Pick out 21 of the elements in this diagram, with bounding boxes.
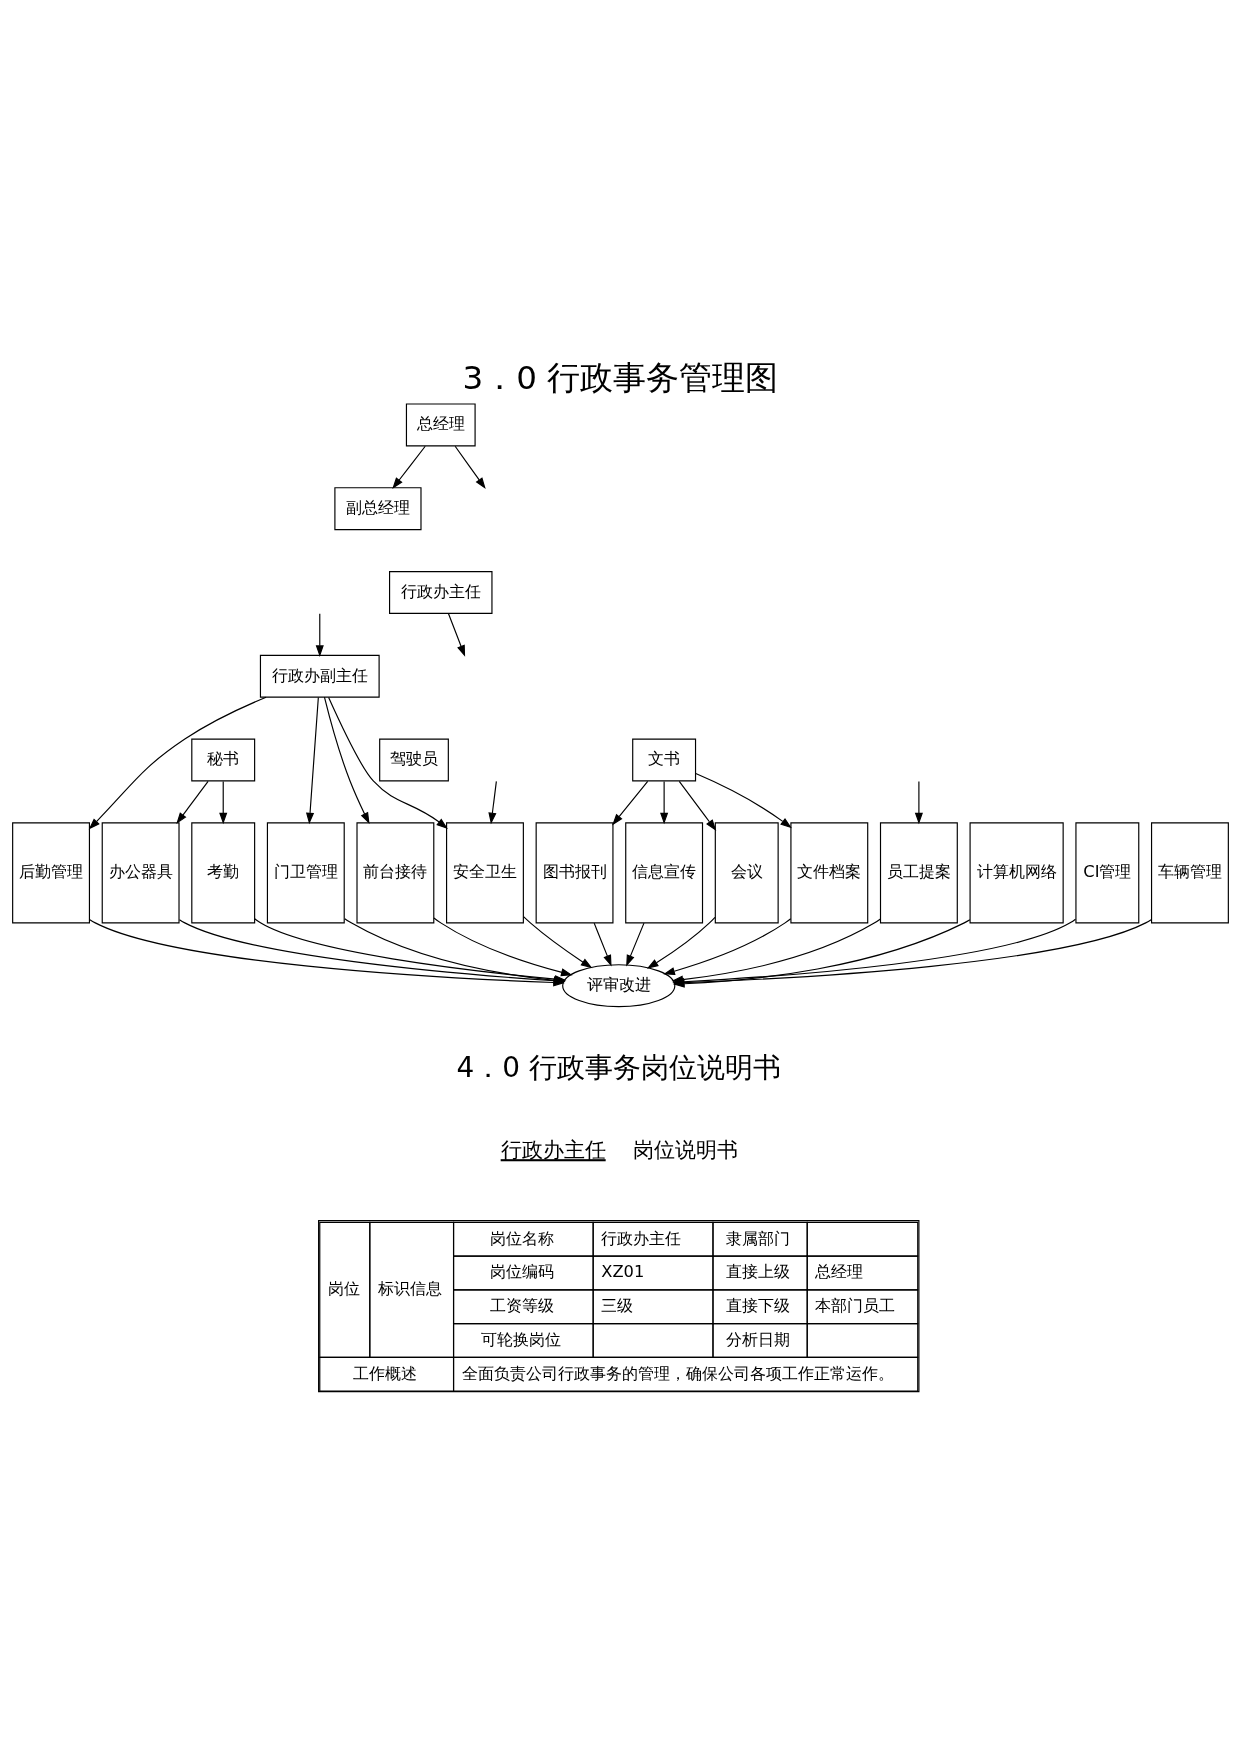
label: 4．0 行政事务岗位说明书 [456, 1050, 781, 1084]
label: 可轮换岗位 [481, 1329, 562, 1349]
label: 岗位名称 [489, 1228, 554, 1248]
label: 本部门员工 [815, 1295, 896, 1315]
label: 直接上级 [726, 1261, 791, 1281]
label: 标识信息 [377, 1278, 442, 1298]
label: 工作概述 [352, 1363, 417, 1383]
label: 直接下级 [726, 1295, 791, 1315]
label: XZ01 [601, 1261, 645, 1281]
label: 分析日期 [726, 1329, 791, 1349]
label: 工资等级 [489, 1295, 554, 1315]
label: 全面负责公司行政事务的管理，确保公司各项工作正常运作。 [461, 1363, 894, 1383]
label: 隶属部门 [726, 1228, 791, 1248]
label: 三级 [601, 1295, 634, 1315]
label: 行政办主任 [500, 1137, 606, 1162]
label: 岗位编码 [489, 1261, 554, 1281]
label: 行政办主任 [601, 1228, 682, 1248]
label: 岗位 [327, 1278, 360, 1298]
diagram-title: 3．0 行政事务管理图 [462, 358, 779, 397]
label: 岗位说明书 [633, 1137, 739, 1162]
label: 总经理 [815, 1261, 864, 1281]
